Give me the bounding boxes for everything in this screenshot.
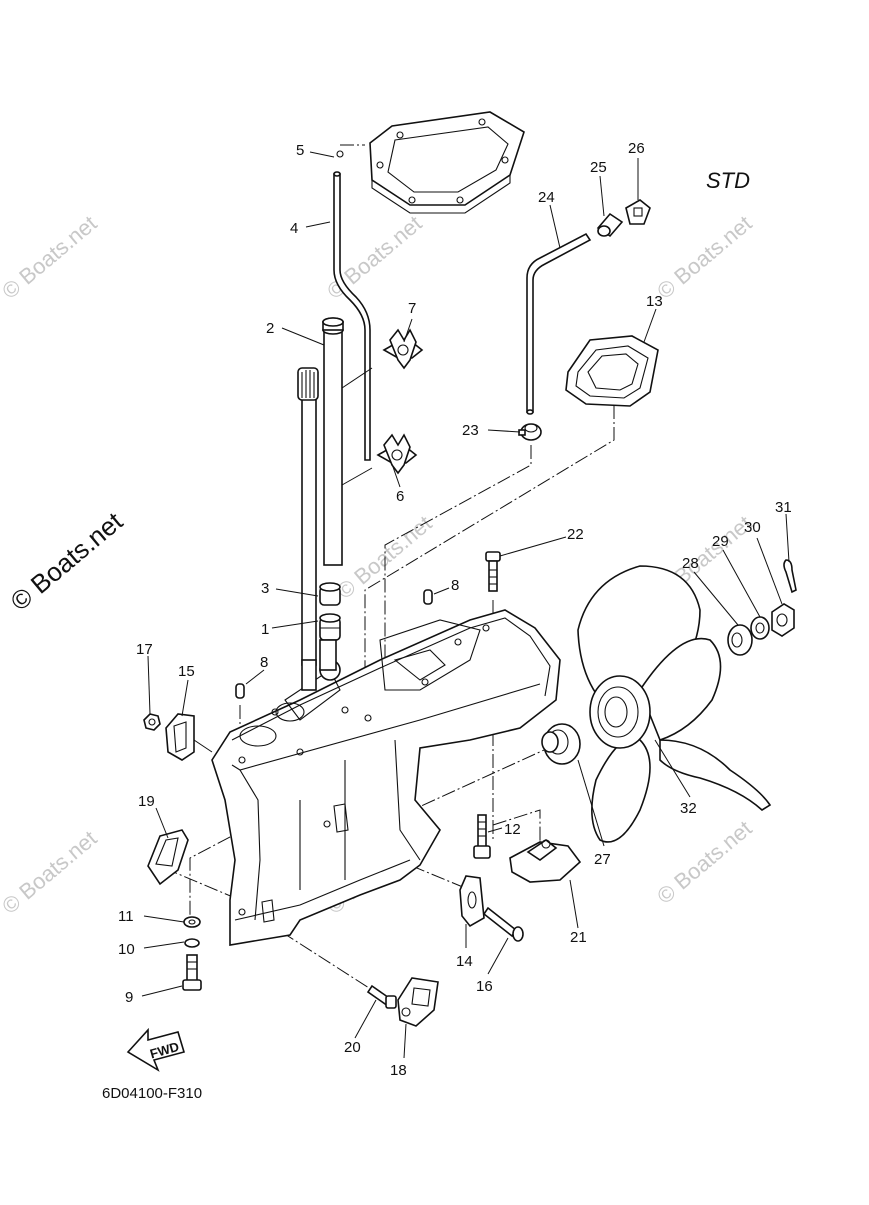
screw-16 bbox=[482, 906, 524, 942]
washer-29 bbox=[750, 616, 770, 640]
callouts: 5 4 2 7 6 3 1 8 8 22 17 15 19 11 10 9 12… bbox=[118, 140, 792, 1079]
callout-29: 29 bbox=[712, 533, 729, 550]
callout-4: 4 bbox=[290, 220, 298, 237]
clip-6 bbox=[376, 433, 418, 475]
callout-27: 27 bbox=[594, 851, 611, 868]
water-pipe-2 bbox=[322, 317, 344, 566]
callout-15: 15 bbox=[178, 663, 195, 680]
spacer-28 bbox=[727, 624, 753, 656]
callout-14: 14 bbox=[456, 953, 473, 970]
callout-12: 12 bbox=[504, 821, 521, 838]
callout-30: 30 bbox=[744, 519, 761, 536]
nut-17 bbox=[143, 713, 161, 731]
watermark-4: © Boats.net bbox=[332, 511, 436, 604]
callout-18: 18 bbox=[390, 1062, 407, 1079]
callout-25: 25 bbox=[590, 159, 607, 176]
drive-shaft bbox=[297, 367, 319, 666]
callout-28: 28 bbox=[682, 555, 699, 572]
bolt-22 bbox=[485, 551, 501, 592]
callout-19: 19 bbox=[138, 793, 155, 810]
bolt-9 bbox=[182, 954, 202, 991]
water-tube-4 bbox=[333, 171, 371, 461]
callout-11: 11 bbox=[118, 908, 134, 925]
callout-6: 6 bbox=[396, 488, 404, 505]
screw-20 bbox=[366, 984, 397, 1009]
watermark-3: © Boats.net bbox=[652, 211, 756, 304]
anode-19 bbox=[147, 829, 189, 886]
clip-26 bbox=[625, 199, 651, 225]
callout-2: 2 bbox=[266, 320, 274, 337]
callout-21: 21 bbox=[570, 929, 587, 946]
callout-26: 26 bbox=[628, 140, 645, 157]
dowel-8-lower bbox=[235, 683, 245, 699]
variant-label: STD bbox=[706, 168, 750, 193]
sleeve-25 bbox=[596, 212, 624, 238]
grommet-3 bbox=[319, 582, 341, 606]
spring-washer-10 bbox=[184, 938, 200, 948]
propeller-32 bbox=[577, 565, 772, 843]
callout-7: 7 bbox=[408, 300, 416, 317]
cover-plate bbox=[336, 111, 525, 214]
seal-1 bbox=[319, 613, 341, 641]
callout-17: 17 bbox=[136, 641, 153, 658]
callout-8-lower: 8 bbox=[260, 654, 268, 671]
callout-20: 20 bbox=[344, 1039, 361, 1056]
washer-11 bbox=[183, 916, 201, 928]
seal-27 bbox=[541, 723, 581, 765]
nozzle-23 bbox=[518, 423, 542, 441]
callout-1: 1 bbox=[261, 621, 269, 638]
callout-3: 3 bbox=[261, 580, 269, 597]
leader-lines bbox=[141, 151, 790, 1059]
callout-23: 23 bbox=[462, 422, 479, 439]
watermark-6: © Boats.net bbox=[0, 826, 102, 919]
watermark-large: © Boats.net bbox=[5, 506, 129, 617]
callout-22: 22 bbox=[567, 526, 584, 543]
callout-24: 24 bbox=[538, 189, 555, 206]
callout-16: 16 bbox=[476, 978, 493, 995]
bracket-15 bbox=[165, 713, 195, 761]
callout-8-upper: 8 bbox=[451, 577, 459, 594]
callout-32: 32 bbox=[680, 800, 697, 817]
washer-11-hole bbox=[188, 919, 196, 925]
callout-9: 9 bbox=[125, 989, 133, 1006]
forward-arrow: FWD bbox=[126, 1027, 186, 1072]
dowel-8-upper bbox=[423, 589, 433, 605]
water-tube-24 bbox=[526, 232, 592, 415]
watermark-8: © Boats.net bbox=[652, 816, 756, 909]
callout-5: 5 bbox=[296, 142, 304, 159]
cover-13 bbox=[565, 335, 659, 407]
nut-30 bbox=[771, 603, 795, 637]
cotter-pin-31 bbox=[783, 559, 797, 594]
callout-13: 13 bbox=[646, 293, 663, 310]
callout-10: 10 bbox=[118, 941, 135, 958]
anode-18 bbox=[397, 977, 439, 1027]
clip-7 bbox=[382, 328, 424, 370]
bolt-12 bbox=[473, 814, 491, 859]
watermark-1: © Boats.net bbox=[0, 211, 102, 304]
callout-31: 31 bbox=[775, 499, 792, 516]
diagram-code: 6D04100-F310 bbox=[102, 1085, 202, 1102]
lower-unit-housing bbox=[211, 609, 561, 946]
grommet-14 bbox=[459, 875, 485, 928]
trim-tab-21 bbox=[509, 839, 582, 883]
